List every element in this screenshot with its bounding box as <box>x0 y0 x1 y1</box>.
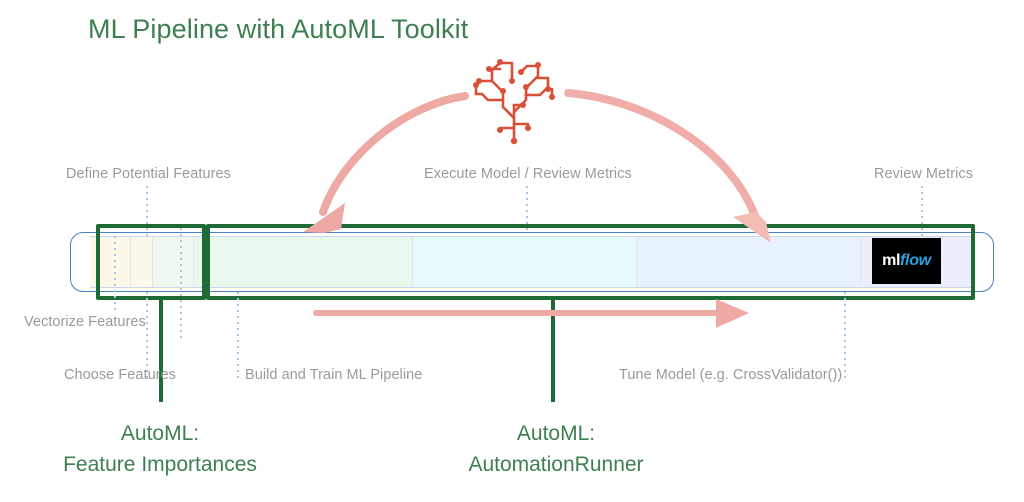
label-define-potential-features: Define Potential Features <box>66 166 231 182</box>
pipeline-capsule-outline <box>70 232 994 292</box>
arrow-tune-loop-head <box>716 299 749 328</box>
label-choose-features: Choose Features <box>64 367 176 383</box>
automl-left-connector-stem <box>159 300 163 402</box>
mlflow-logo-flow: flow <box>900 252 931 269</box>
label-tune-model: Tune Model (e.g. CrossValidator()) <box>619 367 843 383</box>
label-vectorize-features: Vectorize Features <box>24 314 146 330</box>
arrow-arc-left <box>319 92 469 216</box>
pipeline-segment-tune-model <box>637 237 861 287</box>
pipeline-segment-execute-model <box>413 237 637 287</box>
page-title: ML Pipeline with AutoML Toolkit <box>88 14 469 44</box>
automl-automation-runner-box <box>206 224 975 300</box>
arrow-arc-right <box>564 89 759 220</box>
pipeline-segment-build-train <box>194 237 413 287</box>
pipeline-segment-choose-features-b <box>131 237 153 287</box>
label-execute-model-review-metrics: Execute Model / Review Metrics <box>424 166 632 182</box>
caption-automl-automation-runner-line1: AutoML: <box>516 422 596 445</box>
mlflow-logo-ml: ml <box>882 252 901 269</box>
label-review-metrics: Review Metrics <box>874 166 973 182</box>
label-build-and-train-ml-pipeline: Build and Train ML Pipeline <box>245 367 423 383</box>
pipeline-segment-vectorize-features <box>153 237 194 287</box>
caption-automl-automation-runner-line2: AutomationRunner <box>468 453 644 476</box>
circuit-brain-icon <box>473 59 555 145</box>
caption-automl-feature-importances-line2: Feature Importances <box>63 453 257 476</box>
automl-center-connector-stem <box>551 300 555 402</box>
caption-automl-feature-importances-line1: AutoML: <box>120 422 200 445</box>
caption-automl-feature-importances: AutoML: Feature Importances <box>10 418 310 480</box>
automl-feature-importances-box <box>96 224 206 300</box>
caption-automl-automation-runner: AutoML: AutomationRunner <box>406 418 706 480</box>
